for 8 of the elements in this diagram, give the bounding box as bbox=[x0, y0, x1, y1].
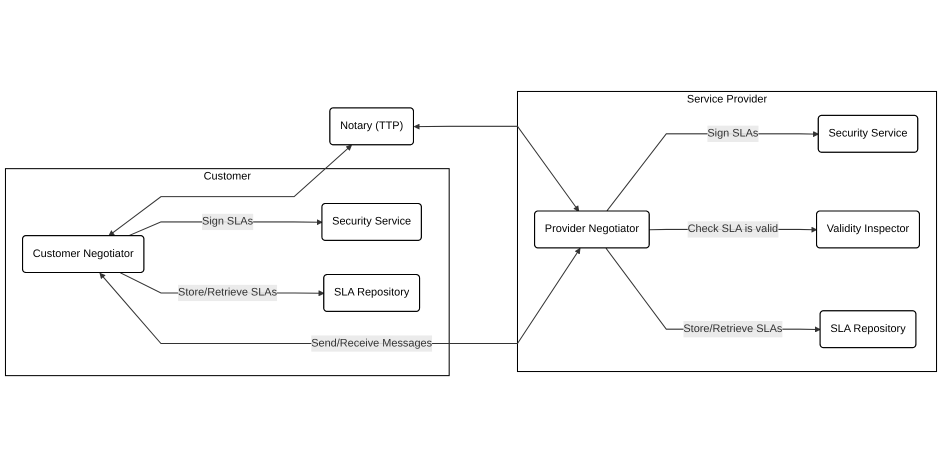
edge-label: Sign SLAs bbox=[202, 216, 254, 228]
arrow bbox=[414, 124, 580, 212]
edge-label: Store/Retrieve SLAs bbox=[178, 286, 278, 298]
edge-label: Send/Receive Messages bbox=[311, 337, 432, 349]
arrow bbox=[99, 248, 580, 344]
edge-label: Sign SLAs bbox=[707, 128, 758, 140]
edge-label: Check SLA is valid bbox=[688, 223, 778, 235]
edge-label: Store/Retrieve SLAs bbox=[683, 322, 782, 335]
